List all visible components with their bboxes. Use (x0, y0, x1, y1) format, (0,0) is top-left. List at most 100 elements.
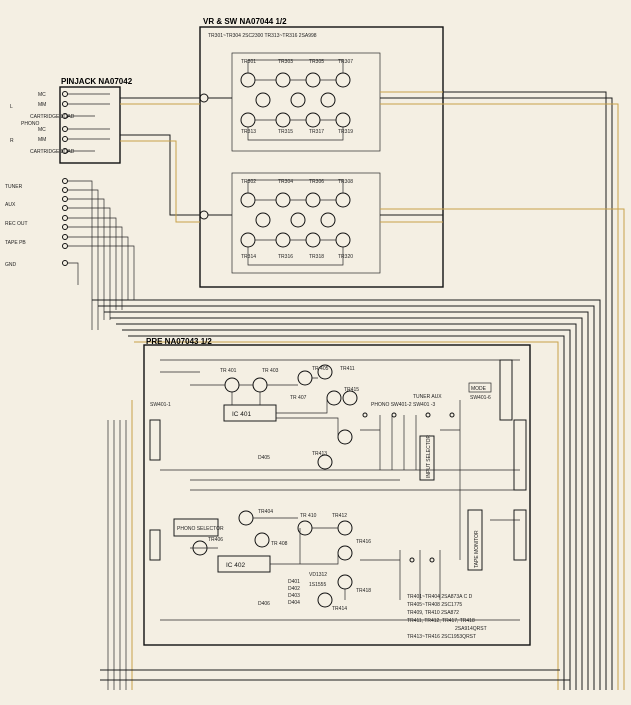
parts-list-line: TR413~TR416 2SC1953QRST (407, 634, 476, 640)
pre-title: PRE NA07043 1/2 (146, 337, 212, 346)
diode-label: D403 (288, 593, 300, 599)
pre-left-connector (149, 419, 161, 461)
pre-right-connector-tape (513, 509, 527, 561)
input-jack-symbols (62, 178, 68, 266)
tr-label: TR308 (338, 179, 353, 185)
upper-transistors (240, 72, 351, 128)
parts-list-line: TR411, TR412, TR417, TR418 (407, 618, 475, 624)
pinjack-row: MM (38, 137, 46, 143)
phono-sw-label: PHONO SW401-2 (371, 402, 412, 408)
input-label: GND (5, 262, 17, 268)
pinjack-title: PINJACK NA07042 (61, 77, 133, 86)
diode-label: D406 (258, 601, 270, 607)
tr-label: TR317 (309, 129, 324, 135)
tr-label: TR314 (241, 254, 256, 260)
ch-l: L (10, 104, 13, 110)
sw401-1-label: SW401-1 (150, 402, 171, 408)
diode-label: D404 (288, 600, 300, 606)
tape-monitor-box (467, 509, 483, 571)
vr-sw-board: VR & SW NA07044 1/2 TR301~TR304 2SC2300 … (199, 17, 444, 288)
lower-transistors (240, 192, 351, 248)
tr-label: TR413 (312, 451, 327, 457)
tr-label: TR418 (356, 588, 371, 594)
tr-label: TR302 (241, 179, 256, 185)
input-selector-label: INPUT SELECTOR (426, 434, 432, 478)
selector-switch-icon (199, 93, 209, 103)
vd-label: VD1312 (309, 572, 327, 578)
upper-amp-block (231, 52, 381, 152)
tape-monitor-label: TAPE MONITOR (474, 530, 480, 568)
tr-label: TR306 (309, 179, 324, 185)
tr-label: TR305 (309, 59, 324, 65)
tr-label: TR 403 (262, 368, 279, 374)
pre-board-frame (143, 344, 531, 646)
pinjack-row: MC (38, 127, 46, 133)
tr-label: TR 407 (290, 395, 307, 401)
tuner-aux-label: TUNER AUX (413, 394, 442, 400)
vr-sw-board-frame (199, 26, 444, 288)
pre-right-connector-lower (513, 419, 527, 491)
tr-label: TR313 (241, 129, 256, 135)
phono-selector-box (173, 518, 219, 537)
input-label: AUX (5, 202, 16, 208)
bus-lines (92, 91, 625, 690)
diode-label: D405 (258, 455, 270, 461)
pinjack-row: MM (38, 102, 46, 108)
tr-label: TR315 (278, 129, 293, 135)
tr-label: TR316 (278, 254, 293, 260)
sw401-3-label: SW401 -3 (413, 402, 435, 408)
switch-icons (362, 412, 455, 563)
ic401-label: IC 401 (232, 411, 252, 418)
ic402-label: IC 402 (226, 562, 246, 569)
tr-label: TR406 (208, 537, 223, 543)
pinjack-row: CARTRIDGE LOAD (30, 149, 75, 155)
tr-label: TR 410 (300, 513, 317, 519)
tr-label: TR415 (344, 387, 359, 393)
pinjack-connectors (62, 91, 68, 154)
parts-list-line: TR401~TR404 2SA873A C D (407, 594, 473, 600)
tr-label: TR404 (258, 509, 273, 515)
diode-label: D402 (288, 586, 300, 592)
tr-label: TR 401 (220, 368, 237, 374)
pre-right-connector (499, 359, 513, 421)
tr-label: TR301 (241, 59, 256, 65)
vr-sw-title: VR & SW NA07044 1/2 (203, 17, 287, 26)
tr-label: TR412 (332, 513, 347, 519)
lower-amp-block (231, 172, 381, 274)
pre-left-connector-lower (149, 529, 161, 561)
tr-label: TR304 (278, 179, 293, 185)
tr-label: TR 408 (271, 541, 288, 547)
tr-label: TR307 (338, 59, 353, 65)
parts-list-line: TR409, TR410 2SA872 (407, 610, 459, 616)
parts-list-line: 2SA914QRST (455, 626, 487, 632)
tr-label: TR416 (356, 539, 371, 545)
selector-switch-icon (199, 210, 209, 220)
tr-label: TR303 (278, 59, 293, 65)
diode-label: D401 (288, 579, 300, 585)
input-jacks: TUNER AUX REC OUT TAPE PB GND (5, 178, 135, 330)
diode-type-label: 1S1555 (309, 582, 326, 588)
parts-list-line: TR405~TR408 2SC1775 (407, 602, 462, 608)
input-selector-box (419, 435, 435, 481)
tr-label: TR414 (332, 606, 347, 612)
vr-sw-parts-line: TR301~TR304 2SC2300 TR313~TR316 2SA998 (208, 33, 317, 39)
ch-r: R (10, 138, 14, 144)
tr-label: TR411 (340, 366, 355, 372)
input-label: REC OUT (5, 221, 28, 227)
mode-label: MODE (471, 386, 487, 392)
phono-selector-label: PHONO SELECTOR (177, 526, 224, 532)
pre-board: PRE NA07043 1/2 IC 401 IC 402 SW401-1 PH… (143, 337, 531, 646)
pinjack-row: CARTRIDGE LOAD (30, 114, 75, 120)
sw401-6-label: SW401-6 (470, 395, 491, 401)
input-label: TUNER (5, 184, 23, 190)
mode-box (468, 382, 492, 393)
input-label: TAPE PB (5, 240, 26, 246)
tr-label: TR318 (309, 254, 324, 260)
tr-label: TR319 (338, 129, 353, 135)
pinjack-board: PINJACK NA07042 PHONO L R MC MM CARTRIDG… (10, 77, 200, 223)
tr-label: TR 405 (312, 366, 329, 372)
pinjack-frame (59, 86, 121, 164)
tr-label: TR320 (338, 254, 353, 260)
phono-label: PHONO (21, 121, 39, 127)
